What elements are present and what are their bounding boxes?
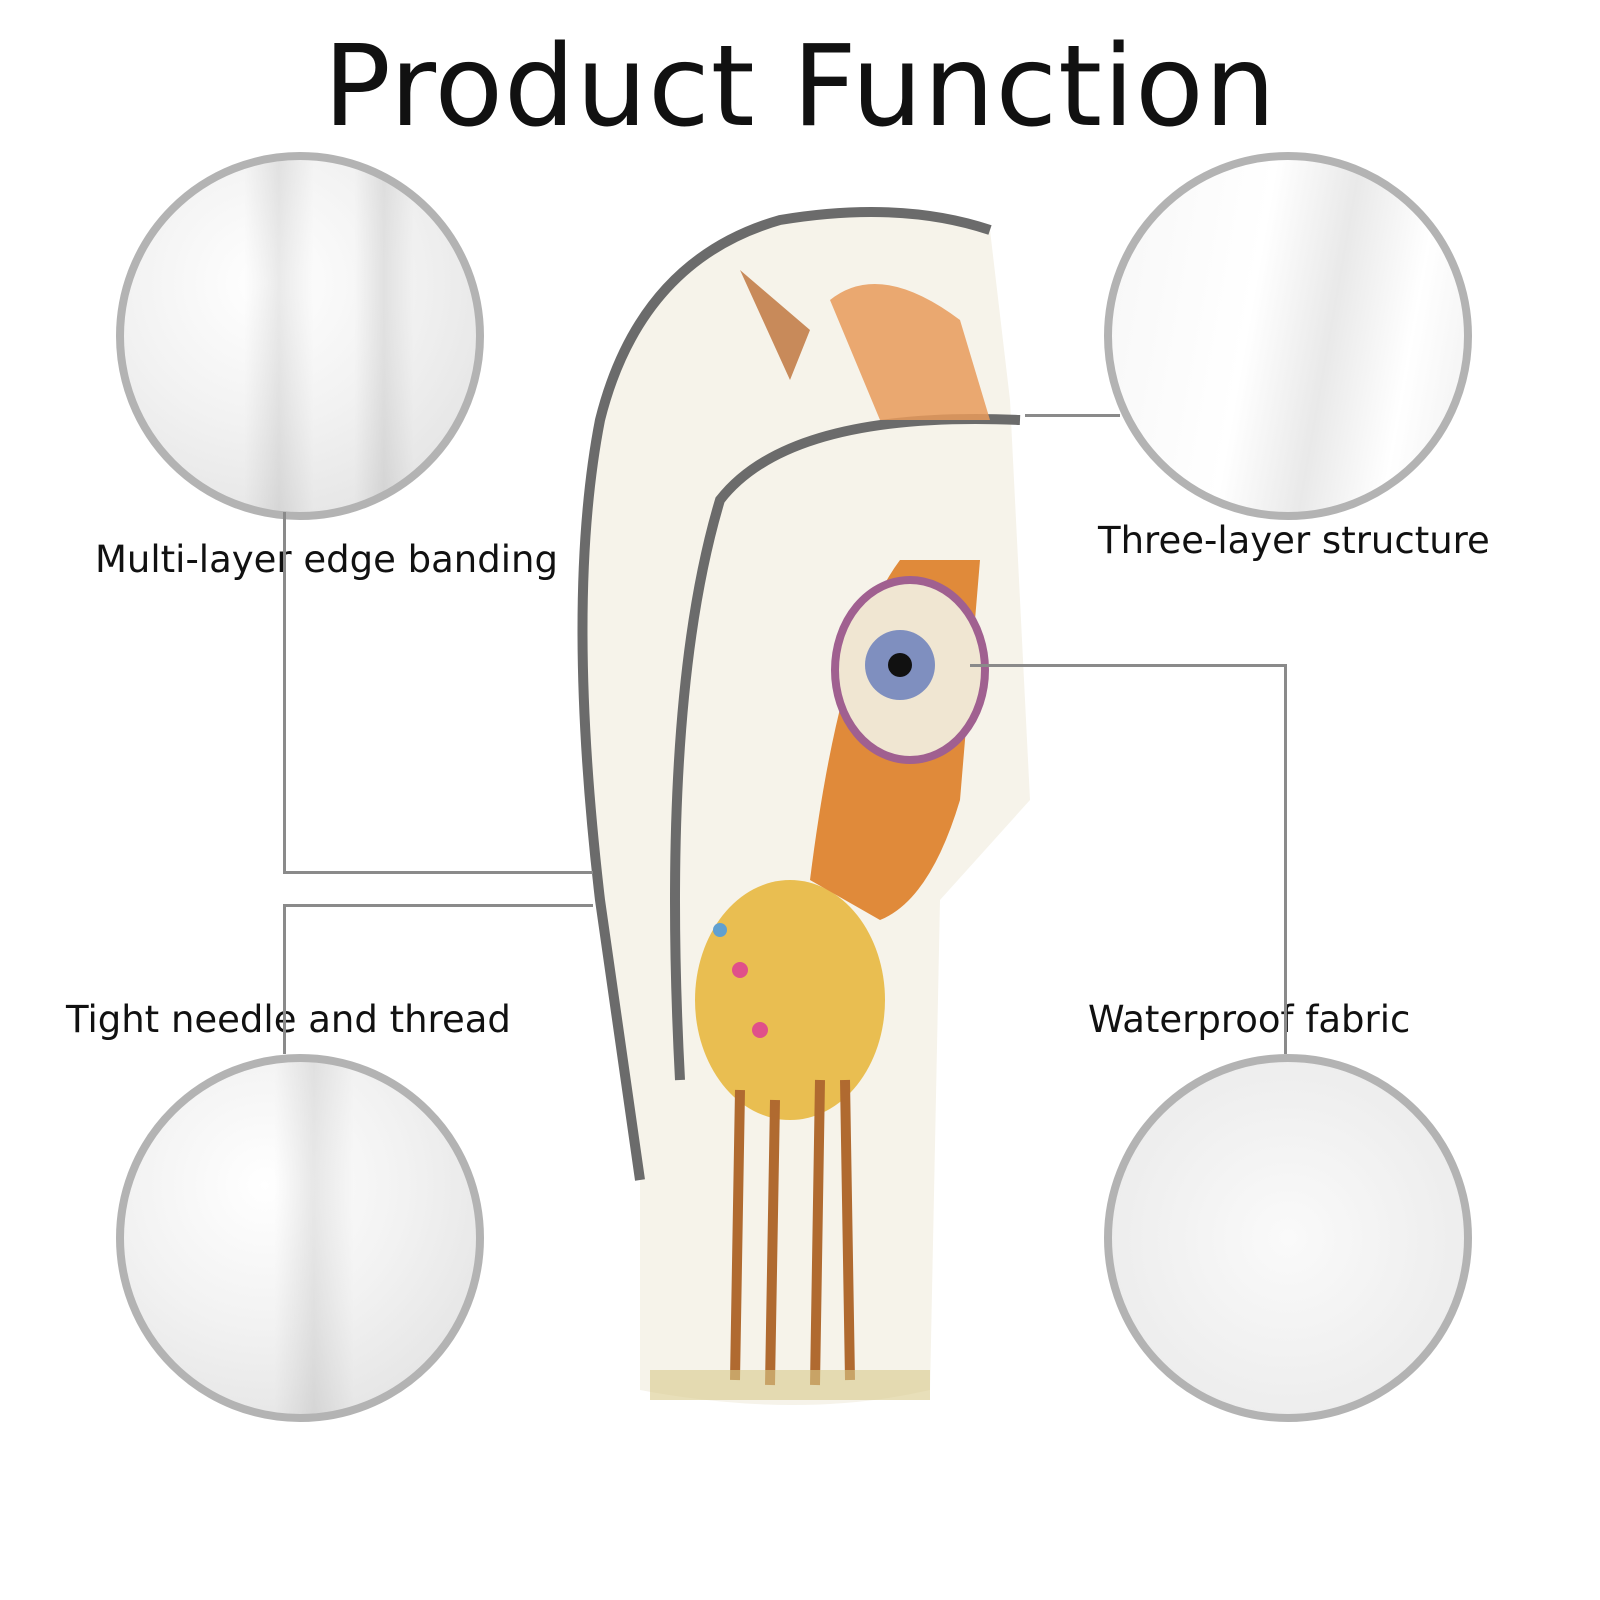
callout-line: [283, 871, 593, 874]
callout-line: [1284, 664, 1287, 1054]
feature-label-edge-banding: Multi-layer edge banding: [95, 538, 558, 581]
page-title: Product Function: [323, 22, 1277, 152]
callout-line: [970, 664, 1287, 667]
detail-stitching-image: [116, 1054, 484, 1422]
detail-three-layer-image: [1104, 152, 1472, 520]
feature-label-stitching: Tight needle and thread: [66, 998, 511, 1041]
detail-waterproof-image: [1104, 1054, 1472, 1422]
callout-line: [1025, 414, 1120, 417]
callout-line: [283, 904, 593, 907]
feature-label-three-layer: Three-layer structure: [1098, 519, 1490, 562]
detail-edge-banding-image: [116, 152, 484, 520]
callout-line: [283, 904, 286, 1054]
feature-label-waterproof: Waterproof fabric: [1088, 998, 1411, 1041]
callout-line: [283, 512, 286, 874]
